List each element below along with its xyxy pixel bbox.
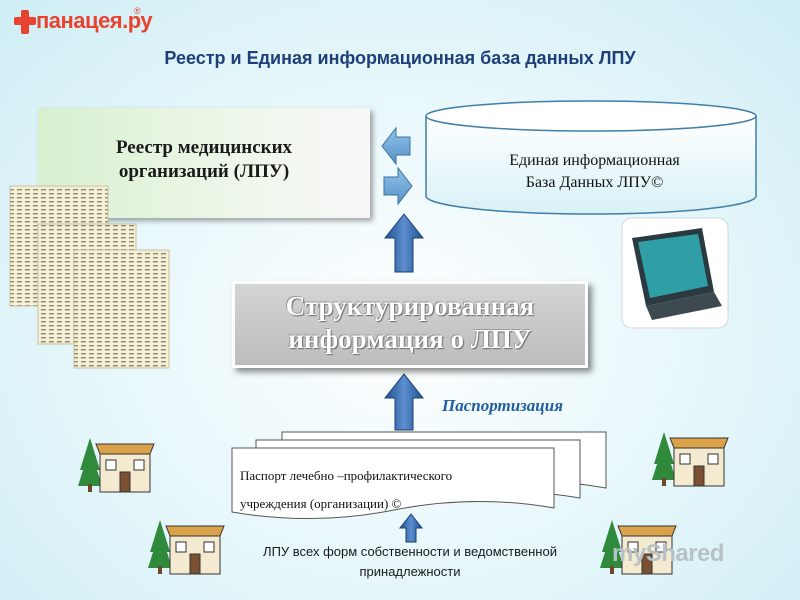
logo-cross-icon bbox=[14, 10, 36, 34]
passportization-label: Паспортизация bbox=[442, 396, 563, 415]
database-line-2: База Данных ЛПУ© bbox=[525, 174, 664, 191]
footer-caption: ЛПУ всех форм собственности и ведомствен… bbox=[220, 542, 600, 582]
house-icon bbox=[652, 432, 729, 487]
document-line-1: Паспорт лечебно –профилактического bbox=[240, 468, 453, 483]
database-cylinder bbox=[425, 100, 757, 215]
arrow-up-icon bbox=[398, 513, 424, 543]
logo: панацея.ру ® bbox=[14, 4, 153, 38]
logo-registered-mark: ® bbox=[134, 6, 141, 16]
house-icon bbox=[600, 520, 677, 575]
structured-info-label: Структурированная информация о ЛПУ bbox=[232, 290, 588, 356]
footer-line-2: принадлежности bbox=[359, 564, 461, 579]
arrow-up-icon bbox=[383, 373, 425, 431]
structured-line-1: Структурированная bbox=[285, 291, 535, 321]
logo-text: панацея.ру bbox=[36, 8, 153, 33]
database-line-1: Единая информационная bbox=[509, 152, 680, 169]
spreadsheet-pages-icon bbox=[9, 185, 170, 369]
sync-arrows bbox=[381, 126, 413, 206]
database-label: Единая информационная База Данных ЛПУ© bbox=[432, 150, 757, 194]
registry-line-2: организаций (ЛПУ) bbox=[118, 161, 290, 182]
structured-info-box bbox=[232, 281, 588, 368]
watermark: myShared bbox=[612, 540, 725, 567]
registry-line-1: Реестр медицинских bbox=[115, 137, 293, 158]
arrow-up-icon bbox=[383, 213, 425, 273]
page-title: Реестр и Единая информационная база данн… bbox=[164, 48, 636, 68]
footer-line-1: ЛПУ всех форм собственности и ведомствен… bbox=[263, 544, 557, 559]
house-icon bbox=[148, 520, 225, 575]
structured-line-2: информация о ЛПУ bbox=[288, 324, 532, 354]
house-icon bbox=[78, 438, 155, 493]
arrow-right-icon bbox=[383, 166, 413, 206]
laptop-icon bbox=[621, 217, 729, 329]
document-stack bbox=[231, 431, 607, 520]
document-line-2: учреждения (организации) © bbox=[240, 496, 402, 511]
arrow-left-icon bbox=[381, 126, 411, 166]
registry-label: Реестр медицинских организаций (ЛПУ) bbox=[38, 136, 370, 184]
passport-document-text: Паспорт лечебно –профилактического учреж… bbox=[240, 462, 560, 518]
